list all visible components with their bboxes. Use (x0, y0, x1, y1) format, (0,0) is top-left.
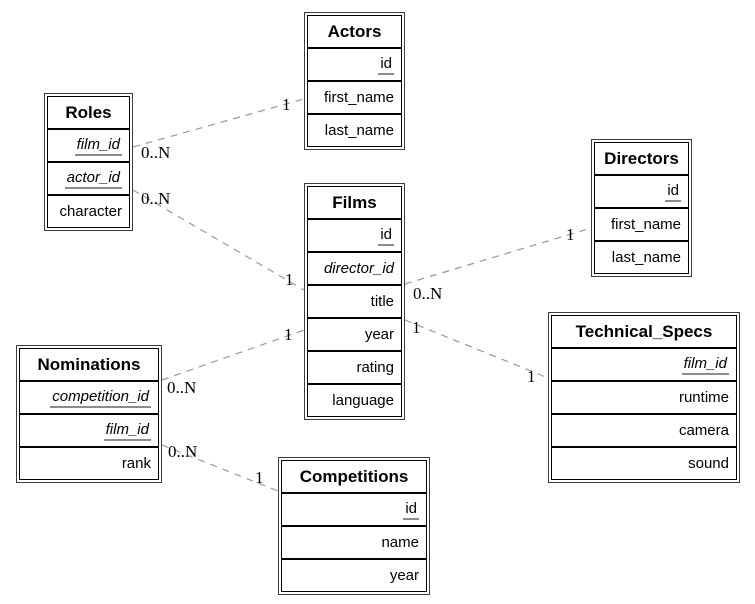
entity-header: Technical_Specs (551, 315, 737, 348)
field-label: film_id (103, 421, 151, 441)
entity-title: Technical_Specs (575, 321, 713, 341)
field-label: rank (121, 455, 151, 472)
entity-field-row: id (307, 48, 402, 81)
entity-field-row: rank (19, 447, 159, 480)
entity-field-row: id (307, 219, 402, 252)
entity-field-row: film_id (551, 348, 737, 381)
entity-field-row: camera (551, 414, 737, 447)
field-label: year (389, 567, 419, 584)
entity-field-row: title (307, 285, 402, 318)
entity-header: Competitions (281, 460, 427, 493)
field-label: year (364, 326, 394, 343)
entity-field-row: last_name (594, 241, 689, 274)
entity-field-row: actor_id (47, 162, 130, 195)
relation-line-nominations-films (161, 329, 305, 381)
entity-field-row: runtime (551, 381, 737, 414)
field-label: id (378, 226, 394, 246)
entity-field-row: competition_id (19, 381, 159, 414)
field-label: last_name (611, 249, 681, 266)
entity-title: Nominations (37, 354, 141, 374)
field-label: last_name (324, 122, 394, 139)
cardinality-label: 0..N (168, 442, 198, 461)
entity-header: Directors (594, 142, 689, 175)
entity-field-row: rating (307, 351, 402, 384)
field-label: first_name (323, 89, 394, 106)
field-label: rating (356, 359, 394, 376)
entity-title: Directors (604, 148, 679, 168)
cardinality-label: 1 (566, 225, 575, 244)
cardinality-label: 0..N (141, 143, 171, 162)
field-label: film_id (681, 355, 729, 375)
cardinality-label: 1 (255, 468, 264, 487)
field-label: actor_id (64, 169, 122, 189)
entity-field-row: director_id (307, 252, 402, 285)
field-label: runtime (678, 389, 729, 406)
field-label: camera (678, 422, 729, 439)
field-label: id (665, 182, 681, 202)
cardinality-label: 1 (527, 367, 536, 386)
entity-field-row: film_id (47, 129, 130, 162)
cardinality-label: 0..N (167, 378, 197, 397)
field-label: id (403, 500, 419, 520)
field-label: director_id (323, 260, 394, 277)
entity-roles[interactable]: Roles film_id actor_id character (44, 93, 133, 231)
field-label: competition_id (50, 388, 151, 408)
field-label: first_name (610, 216, 681, 233)
cardinality-label: 0..N (413, 284, 443, 303)
entity-field-row: name (281, 526, 427, 559)
entity-header: Actors (307, 15, 402, 48)
field-label: character (59, 203, 122, 220)
entity-title: Roles (65, 102, 112, 122)
entity-directors[interactable]: Directors id first_name last_name (591, 139, 692, 277)
entity-header: Nominations (19, 348, 159, 381)
entity-field-row: character (47, 195, 130, 228)
relation-line-roles-actors (132, 98, 305, 148)
entity-field-row: id (281, 493, 427, 526)
field-label: film_id (74, 136, 122, 156)
field-label: name (381, 534, 419, 551)
entity-competitions[interactable]: Competitions id name year (278, 457, 430, 595)
entity-field-row: last_name (307, 114, 402, 147)
cardinality-label: 1 (285, 270, 294, 289)
entity-title: Films (332, 192, 377, 212)
field-label: id (378, 55, 394, 75)
entity-field-row: first_name (594, 208, 689, 241)
relation-line-films-directors (404, 227, 592, 285)
entity-field-row: year (281, 559, 427, 592)
cardinality-label: 1 (282, 95, 291, 114)
cardinality-label: 1 (284, 325, 293, 344)
entity-title: Actors (327, 21, 382, 41)
entity-field-row: sound (551, 447, 737, 480)
cardinality-label: 1 (412, 318, 421, 337)
entity-field-row: film_id (19, 414, 159, 447)
field-label: language (332, 392, 394, 409)
entity-field-row: year (307, 318, 402, 351)
entity-title: Competitions (299, 466, 409, 486)
entity-field-row: id (594, 175, 689, 208)
entity-actors[interactable]: Actors id first_name last_name (304, 12, 405, 150)
entity-header: Roles (47, 96, 130, 129)
entity-header: Films (307, 186, 402, 219)
entity-field-row: language (307, 384, 402, 417)
field-label: title (370, 293, 394, 310)
entity-field-row: first_name (307, 81, 402, 114)
cardinality-label: 0..N (141, 189, 171, 208)
field-label: sound (688, 455, 729, 472)
